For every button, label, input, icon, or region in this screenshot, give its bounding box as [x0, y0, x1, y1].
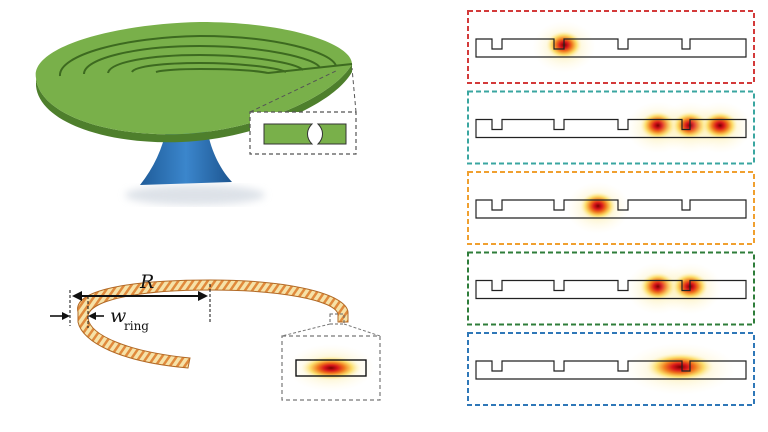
ring-illustration: R w ring	[50, 271, 381, 401]
grating-disk-top	[35, 22, 353, 135]
ring-body	[77, 279, 349, 369]
waveguide-profile	[475, 360, 747, 380]
waveguide-profile	[475, 199, 747, 219]
grating-disk-illustration	[35, 22, 357, 205]
waveguide-profile	[475, 118, 747, 139]
mode-panels	[467, 10, 755, 406]
mode-panel	[467, 90, 755, 165]
mode-hotspot	[702, 111, 738, 140]
waveguide-profile	[475, 38, 747, 58]
width-label: w	[110, 305, 126, 327]
mode-panel-border	[467, 10, 755, 84]
width-subscript: ring	[124, 319, 149, 333]
mode-panel	[467, 251, 755, 326]
mode-panel	[467, 332, 755, 406]
mode-hotspot	[646, 353, 714, 381]
mode-panel	[467, 171, 755, 245]
radius-label: R	[139, 271, 154, 293]
mode-hotspot	[580, 192, 616, 220]
mode-panel	[467, 10, 755, 84]
waveguide-profile	[475, 279, 747, 300]
